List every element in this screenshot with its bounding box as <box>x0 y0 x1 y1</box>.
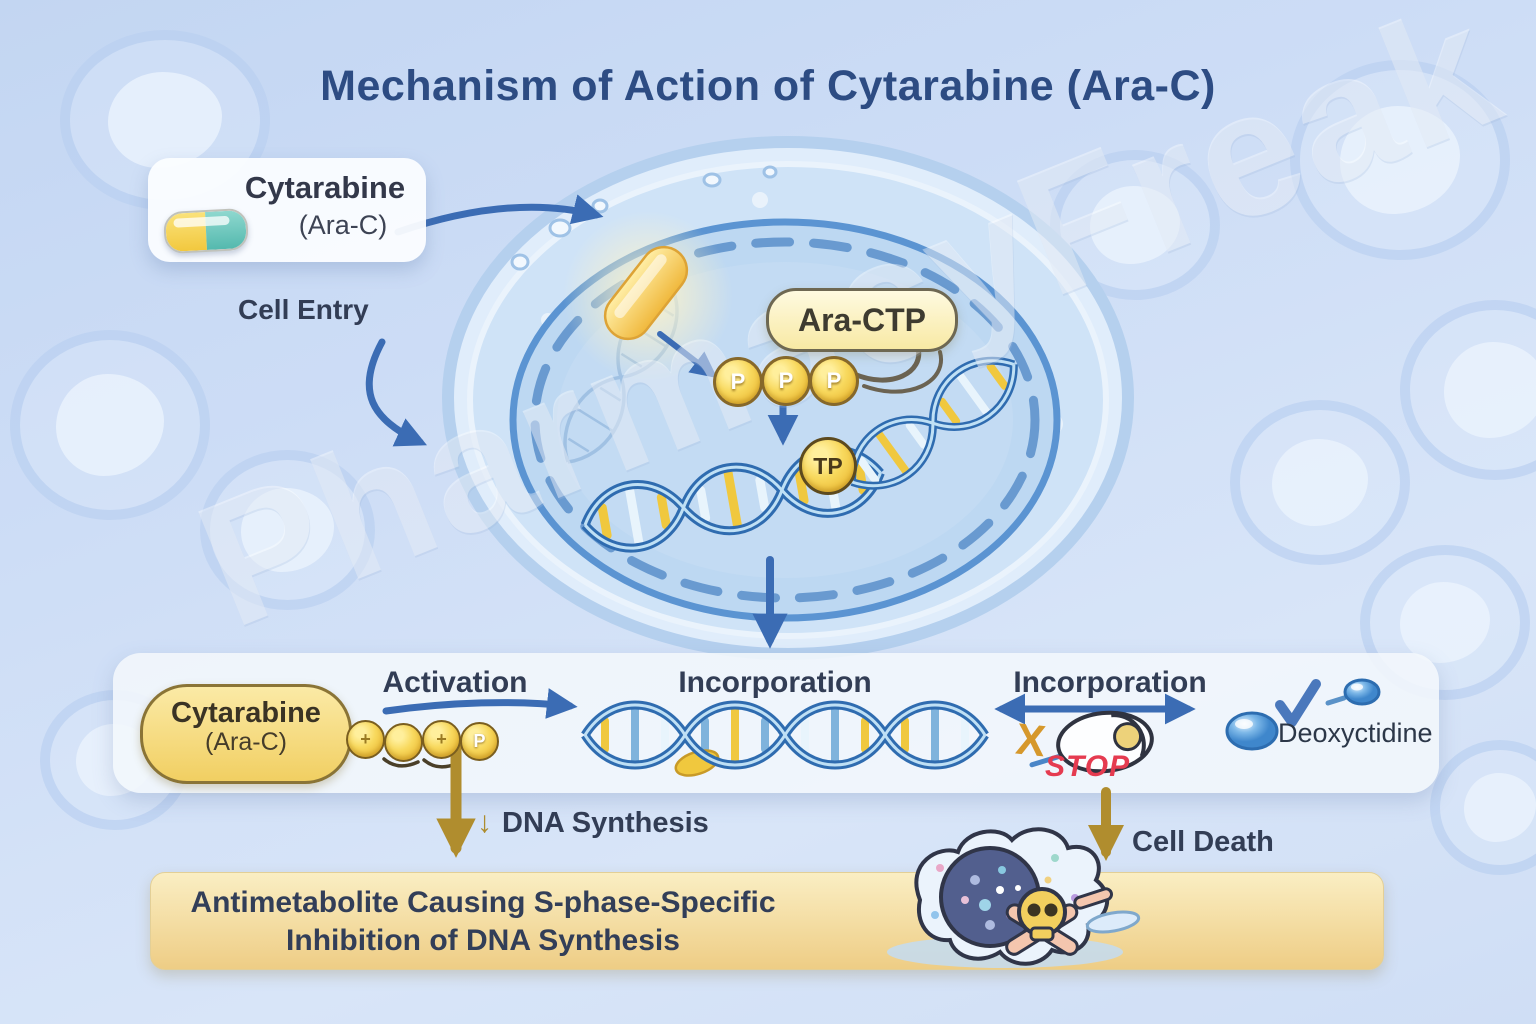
x-block-icon: X <box>1013 714 1048 767</box>
phosphate-icon: P <box>713 357 763 407</box>
enzyme-icon <box>1029 710 1154 774</box>
flow-arrows <box>365 194 799 649</box>
bubble-alias: (Ara-C) <box>205 728 287 756</box>
phosphate-icon: P <box>809 356 859 406</box>
stop-label: STOP <box>1045 750 1131 783</box>
check-icon <box>1275 679 1321 727</box>
dna-synthesis-label: ↓ DNA Synthesis <box>477 806 709 840</box>
dna-helix-icon <box>847 356 1018 490</box>
activation-label: Activation <box>382 666 528 699</box>
down-arrow-icon: ↓ <box>477 806 492 839</box>
bubble-name: Cytarabine <box>171 697 321 729</box>
incorporation-right-label: Incorporation <box>1013 666 1207 699</box>
chain-bead-icon <box>384 723 423 762</box>
skull-icon <box>1005 887 1113 956</box>
chain-plus-icon: + <box>346 720 385 759</box>
chain-plus-icon: + <box>422 720 461 759</box>
background-cell <box>200 450 375 610</box>
nucleoside-sphere-icon <box>1343 678 1381 706</box>
drug-name: Cytarabine <box>244 170 406 205</box>
background-cell <box>1430 740 1536 875</box>
phosphate-icon: P <box>761 356 811 406</box>
pill-disc-icon <box>1085 910 1141 934</box>
background-cell <box>10 330 210 520</box>
dna-strand-icon <box>581 700 989 777</box>
tp-icon: TP <box>799 437 857 495</box>
incorporation-left-label: Incorporation <box>678 666 872 699</box>
banner-line-2: Inhibition of DNA Synthesis <box>286 924 680 958</box>
ara-ctp-bubble: Ara-CTP <box>766 288 958 352</box>
background-cell <box>1230 400 1410 565</box>
arrow-activation <box>382 688 578 719</box>
deoxyctidine-label: Deoxyctidine <box>1278 718 1433 748</box>
banner-line-1: Antimetabolite Causing S-phase-Specific <box>190 886 776 919</box>
deoxyctidine-group <box>1225 678 1381 751</box>
chain-phosphate-icon: P <box>460 722 499 761</box>
arrow-cell-entry <box>365 338 427 447</box>
cell-death-label: Cell Death <box>1132 826 1274 858</box>
confetti-dots <box>931 854 1079 919</box>
drug-card: Cytarabine (Ara-C) <box>148 158 426 262</box>
cell-entry-label: Cell Entry <box>238 294 369 325</box>
page-title: Mechanism of Action of Cytarabine (Ara-C… <box>320 62 1216 110</box>
arrow-capsule-in <box>657 331 718 379</box>
cytarabine-bubble: Cytarabine (Ara-C) <box>140 684 352 784</box>
summary-banner <box>150 872 1384 970</box>
drug-alias: (Ara-C) <box>298 210 388 240</box>
dna-synthesis-text: DNA Synthesis <box>502 807 709 839</box>
capsule-icon <box>162 207 250 255</box>
dying-cell <box>887 827 1141 968</box>
capsule-entering-icon <box>603 245 689 341</box>
arrow-card-to-cell <box>394 194 604 236</box>
nucleoside-sphere-icon <box>1225 711 1279 751</box>
background-cell <box>1290 60 1510 260</box>
summary-banner-text: Antimetabolite Causing S-phase-Specific … <box>158 884 808 961</box>
